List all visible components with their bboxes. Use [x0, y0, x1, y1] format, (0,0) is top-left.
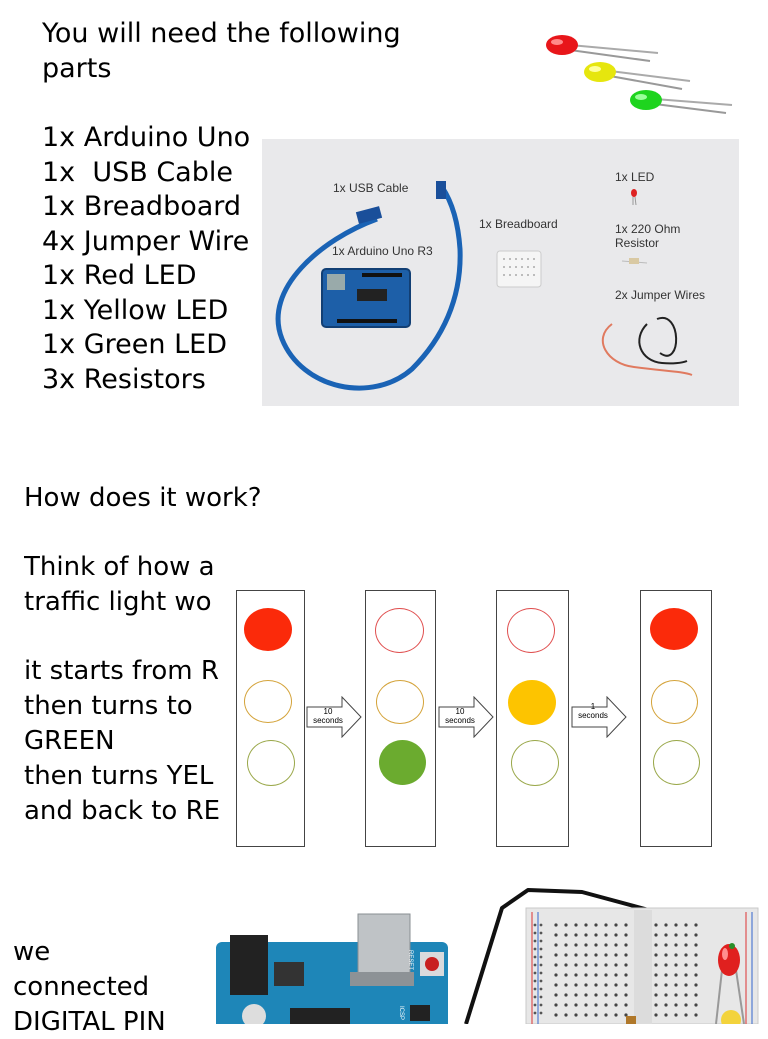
yellow-lamp-icon — [651, 680, 698, 724]
arrow-seconds-value: 1 — [590, 702, 596, 711]
reset-label: RESET — [407, 950, 413, 970]
arduino-board-icon: RESET ICSP — [216, 913, 448, 1024]
list-item: 1x Red LED — [42, 260, 197, 291]
yellow-lamp-icon — [244, 680, 292, 723]
yellow-led-icon — [584, 62, 691, 90]
red-lamp-icon — [650, 608, 698, 650]
jumper-wires-label: 2x Jumper Wires — [615, 288, 706, 302]
arrow-icon: 10 seconds — [438, 696, 494, 738]
list-item: 1x Green LED — [42, 329, 227, 360]
arduino-uno-label: 1x Arduino Uno R3 — [332, 244, 433, 258]
green-lamp-icon — [247, 740, 295, 786]
green-lamp-icon — [511, 740, 559, 786]
wiring-text: we connected DIGITAL PIN — [13, 937, 166, 1037]
arrow-icon: 10 seconds — [306, 696, 362, 738]
wiring-diagram: RESET ICSP — [216, 888, 759, 1024]
arrow-seconds-unit: seconds — [313, 716, 343, 725]
list-item: 3x Resistors — [42, 363, 206, 395]
traffic-light-panel — [236, 590, 305, 847]
list-item: 1x Breadboard — [42, 191, 242, 222]
leds-image — [546, 35, 733, 114]
red-lamp-icon — [507, 608, 555, 653]
red-lamp-icon — [244, 608, 292, 651]
usb-cable-label: 1x USB Cable — [333, 181, 409, 195]
led-label: 1x LED — [615, 170, 655, 184]
breadboard-label: 1x Breadboard — [479, 217, 558, 231]
red-led-icon — [546, 35, 659, 62]
resistor-label: 1x 220 Ohm Resistor — [615, 222, 681, 250]
yellow-led-icon — [721, 1010, 741, 1024]
how-heading: How does it work? — [24, 483, 262, 513]
arrow-icon: 1 seconds — [571, 696, 627, 738]
list-item: 1x Yellow LED — [42, 294, 229, 326]
traffic-light-panel — [496, 590, 569, 847]
list-item: 1x USB Cable — [42, 156, 233, 188]
green-lamp-icon — [653, 740, 700, 785]
list-item: 4x Jumper Wire — [42, 225, 250, 257]
arrow-seconds-value: 10 — [323, 707, 333, 716]
arrow-seconds-value: 10 — [455, 707, 465, 716]
icsp-label: ICSP — [398, 1006, 404, 1020]
list-item: 1x Arduino Uno — [42, 122, 251, 153]
red-led-icon — [715, 944, 745, 1024]
red-lamp-icon — [375, 608, 424, 653]
yellow-lamp-icon — [508, 680, 556, 725]
how-body: Think of how a traffic light wo it start… — [24, 552, 221, 826]
traffic-light-panel — [640, 590, 712, 847]
green-led-icon — [630, 90, 733, 114]
green-lamp-icon — [379, 740, 426, 785]
parts-list: 1x Arduino Uno 1x USB Cable 1x Breadboar… — [42, 121, 250, 397]
yellow-lamp-icon — [376, 680, 424, 724]
arrow-seconds-unit: seconds — [578, 711, 608, 720]
components-photo: 1x USB Cable 1x Arduino Uno R3 1x Breadb… — [262, 139, 739, 406]
arrow-seconds-unit: seconds — [445, 716, 475, 725]
traffic-light-panel — [365, 590, 436, 847]
parts-heading: You will need the following parts — [42, 18, 401, 84]
